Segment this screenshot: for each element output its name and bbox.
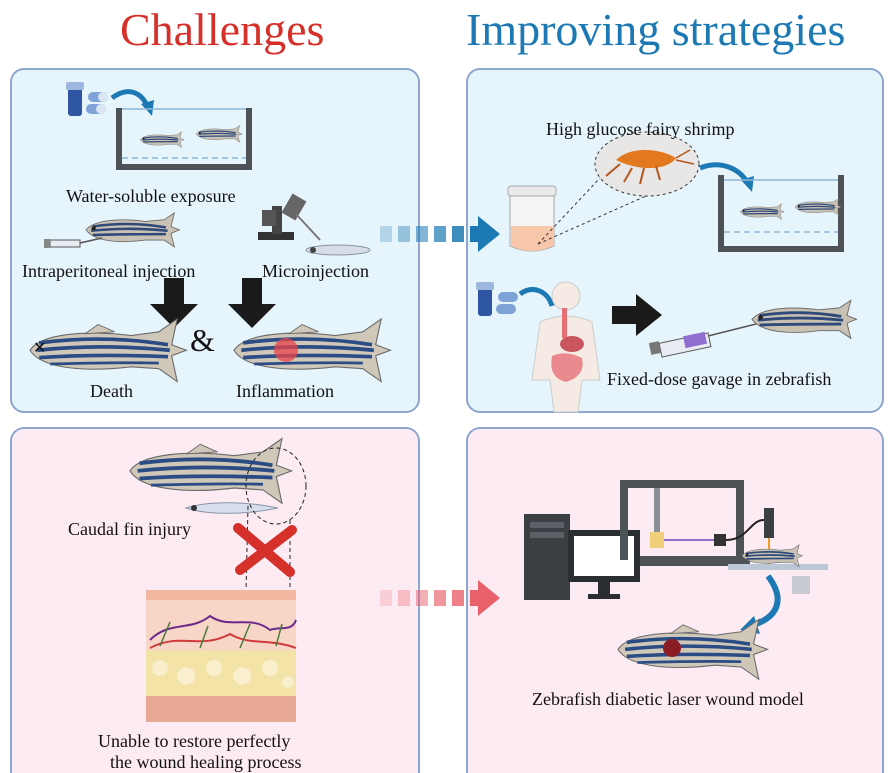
cross-mark-icon bbox=[233, 523, 297, 577]
zebrafish-icon bbox=[128, 436, 294, 506]
challenges-title: Challenges bbox=[120, 4, 325, 55]
right-arrow-icon bbox=[612, 294, 662, 336]
syringe-icon bbox=[648, 323, 757, 358]
death-label: Death bbox=[90, 381, 133, 401]
shrimp-icon bbox=[605, 149, 695, 185]
blue-transition-arrow bbox=[380, 216, 500, 252]
zebrafish-icon bbox=[84, 211, 181, 249]
unable-restore-line2: the wound healing process bbox=[110, 752, 302, 772]
larva-icon bbox=[184, 502, 279, 514]
dead-fish-icon bbox=[28, 317, 189, 384]
water-soluble-label: Water-soluble exposure bbox=[66, 186, 236, 206]
syringe-icon bbox=[44, 237, 103, 248]
laser-device-icon bbox=[620, 480, 828, 594]
shrimp-label: High glucose fairy shrimp bbox=[546, 119, 735, 139]
wound-fish-icon bbox=[616, 617, 770, 682]
skin-tissue-icon bbox=[146, 590, 297, 722]
svg-text:✕: ✕ bbox=[33, 338, 46, 357]
intraperitoneal-label: Intraperitoneal injection bbox=[22, 261, 196, 281]
caudal-fin-label: Caudal fin injury bbox=[68, 519, 191, 539]
zebrafish-icon bbox=[750, 298, 858, 340]
improving-strategies-title: Improving strategies bbox=[466, 4, 846, 55]
ampersand-label: & bbox=[190, 322, 215, 358]
unable-restore-line1: Unable to restore perfectly bbox=[98, 731, 291, 751]
down-arrow-icon bbox=[150, 278, 276, 328]
capsule-icon bbox=[86, 92, 108, 114]
microinjection-label: Microinjection bbox=[262, 261, 369, 281]
microinjector-icon bbox=[258, 193, 321, 241]
inflammation-label: Inflammation bbox=[236, 381, 334, 401]
fish-tank-icon bbox=[116, 108, 252, 170]
laser-wound-label: Zebrafish diabetic laser wound model bbox=[532, 689, 804, 709]
gavage-label: Fixed-dose gavage in zebrafish bbox=[607, 369, 832, 389]
jar-icon bbox=[507, 185, 557, 252]
larva-icon bbox=[305, 244, 371, 256]
pill-bottle-icon bbox=[66, 82, 84, 116]
fish-tank-icon bbox=[718, 175, 844, 252]
human-body-icon bbox=[531, 281, 601, 413]
pill-bottle-icon bbox=[476, 282, 518, 316]
inflamed-fish-icon bbox=[232, 317, 393, 384]
red-transition-arrow bbox=[380, 580, 500, 616]
